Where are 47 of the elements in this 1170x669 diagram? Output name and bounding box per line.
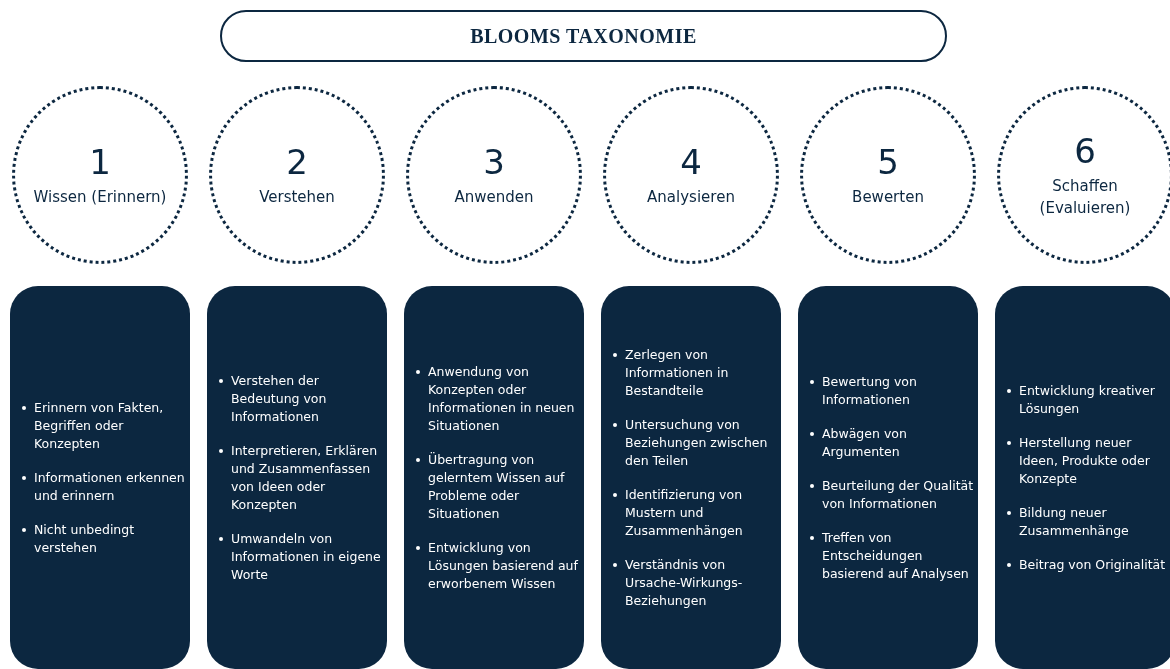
text-panel	[404, 286, 584, 669]
bullet-text: Herstellung neuer Ideen, Produkte oder Konzepte	[1019, 433, 1151, 488]
bullet-text: Nicht unbedingt verstehen	[34, 520, 136, 557]
text-panel	[207, 286, 387, 669]
level-name: Bewerten	[851, 187, 925, 208]
text-panel	[995, 286, 1170, 669]
bullet-text: Beurteilung der Qualität von Informationen	[822, 476, 974, 513]
bullet-text: Zerlegen von Informationen in Bestandteile	[625, 345, 730, 400]
text-panel	[601, 286, 781, 669]
level-number: 5	[877, 142, 899, 182]
level-name: Verstehen	[258, 187, 336, 208]
bullet-text: Beitrag von Originalität	[1019, 555, 1166, 574]
level-number: 6	[1074, 131, 1096, 171]
dotted-circle	[209, 86, 385, 264]
bullet-text: Entwicklung kreativer Lösungen	[1019, 381, 1156, 418]
level-name: Analysieren	[646, 187, 736, 208]
bullet-text: Treffen von Entscheidungen basierend auf Analysen	[822, 528, 970, 583]
title-text: BLOOMS TAXONOMIE	[470, 24, 697, 48]
bullet-text: Identifizierung von Mustern und Zusammenhängen	[625, 485, 744, 540]
bullet-text: Verständnis von Ursache-Wirkungs-Beziehungen	[625, 555, 744, 610]
bullet-text: Anwendung von Konzepten oder Informationen in neuen Situationen	[428, 362, 576, 435]
dotted-circle	[997, 86, 1170, 264]
title-banner	[220, 10, 947, 62]
dotted-circle	[406, 86, 582, 264]
bullet-text: Abwägen von Argumenten	[822, 424, 908, 461]
dotted-circle	[12, 86, 188, 264]
bullet-text: Bildung neuer Zusammenhänge	[1019, 503, 1130, 540]
level-number: 2	[286, 142, 308, 182]
bullet-text: Interpretieren, Erklären und Zusammenfassen von Ideen oder Konzepten	[231, 441, 379, 514]
text-panel	[798, 286, 978, 669]
bullet-text: Erinnern von Fakten, Begriffen oder Konzepten	[34, 398, 165, 453]
level-number: 3	[483, 142, 505, 182]
level-number: 1	[89, 142, 111, 182]
text-panel	[10, 286, 190, 669]
level-name: Wissen (Erinnern)	[32, 187, 168, 208]
dotted-circle	[800, 86, 976, 264]
dotted-circle	[603, 86, 779, 264]
level-number: 4	[680, 142, 702, 182]
bullet-text: Bewertung von Informationen	[822, 372, 918, 409]
bullet-text: Entwicklung von Lösungen basierend auf erworbenem Wissen	[428, 538, 579, 593]
bullet-text: Übertragung von gelerntem Wissen auf Probleme oder Situationen	[428, 450, 566, 523]
bullet-text: Verstehen der Bedeutung von Informationen	[231, 371, 328, 426]
bullet-text: Umwandeln von Informationen in eigene Worte	[231, 529, 382, 584]
level-name: Schaffen (Evaluieren)	[1038, 176, 1132, 219]
bullet-text: Untersuchung von Beziehungen zwischen den Teilen	[625, 415, 769, 470]
level-name: Anwenden	[453, 187, 535, 208]
bullet-text: Informationen erkennen und erinnern	[34, 468, 186, 505]
